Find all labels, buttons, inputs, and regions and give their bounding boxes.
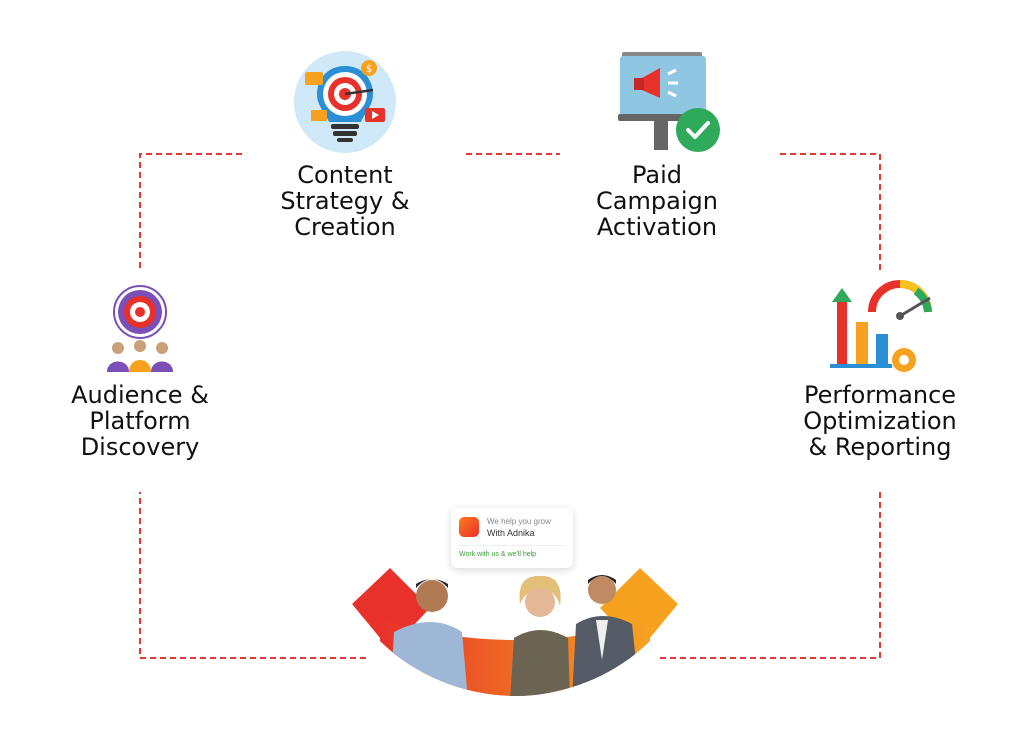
card-cta: Work with us & we'll help [459,551,537,558]
svg-text:$: $ [366,64,372,75]
team-photo [350,560,680,696]
content-strategy-icon: $ [294,51,396,153]
connector-audience-to-content [139,153,242,268]
card-tagline: We help you grow [487,517,551,526]
paid-campaign-icon [618,52,720,152]
connector-team-to-audience [139,492,366,659]
card-divider [459,545,565,546]
connector-paid-to-performance [780,153,881,270]
connector-performance-to-team [660,492,881,659]
performance-reporting-icon [830,280,932,372]
adnika-logo-icon [459,517,479,537]
adnika-card: We help you grow With Adnika Work with u… [451,508,573,568]
card-brand-line: With Adnika [487,528,535,538]
audience-discovery-icon [107,285,173,372]
